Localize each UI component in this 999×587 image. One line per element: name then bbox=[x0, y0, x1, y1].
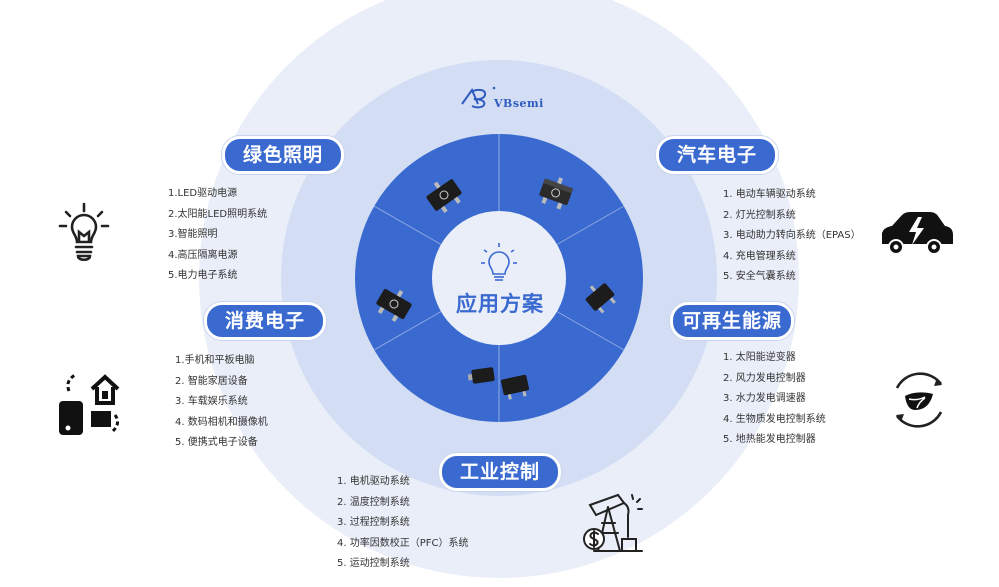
list-item: 1.LED驱动电源 bbox=[168, 188, 238, 199]
list-item: 1. 电机驱动系统 bbox=[337, 476, 410, 487]
center-bulb-icon bbox=[481, 243, 517, 281]
list-item: 1. 太阳能逆变器 bbox=[723, 352, 796, 363]
smart-home-devices-icon bbox=[59, 373, 120, 435]
section-title-consumer: 消费电子 bbox=[204, 302, 326, 340]
section-title-renewable: 可再生能源 bbox=[670, 302, 794, 340]
brand-name: VBsemi bbox=[494, 97, 544, 110]
chip-package-1 bbox=[426, 179, 462, 214]
list-item: 4. 充电管理系统 bbox=[723, 250, 796, 262]
list-item: 3.智能照明 bbox=[168, 229, 218, 240]
list-item: 3. 电动助力转向系统（EPAS） bbox=[723, 230, 861, 241]
list-item: 4. 生物质发电控制系统 bbox=[723, 413, 826, 425]
ring-spokes bbox=[373, 134, 625, 422]
list-item: 2. 温度控制系统 bbox=[337, 496, 410, 508]
list-item: 5.电力电子系统 bbox=[168, 270, 238, 281]
list-item: 5. 地热能发电控制器 bbox=[723, 434, 816, 445]
list-item: 5. 安全气囊系统 bbox=[723, 271, 796, 282]
renewable-list: 1. 太阳能逆变器 2. 风力发电控制器 3. 水力发电调速器 4. 生物质发电… bbox=[723, 348, 826, 451]
chip-package-5 bbox=[467, 367, 495, 384]
list-item: 5. 便携式电子设备 bbox=[175, 437, 258, 448]
list-item: 2. 智能家居设备 bbox=[175, 375, 248, 387]
registered-mark-icon bbox=[492, 86, 496, 90]
electric-car-icon bbox=[882, 212, 953, 255]
center-title: 应用方案 bbox=[456, 292, 544, 316]
vbsemi-logo-icon bbox=[461, 87, 487, 109]
chip-package-2 bbox=[539, 177, 574, 210]
light-bulb-icon bbox=[58, 202, 110, 262]
list-item: 4. 数码相机和摄像机 bbox=[175, 416, 268, 428]
list-item: 3. 过程控制系统 bbox=[337, 517, 410, 528]
center-disc bbox=[432, 211, 566, 345]
leaf-cycle-icon bbox=[895, 372, 943, 428]
list-item: 4. 功率因数校正（PFC）系统 bbox=[337, 537, 469, 549]
lighting-list: 1.LED驱动电源 2.太阳能LED照明系统 3.智能照明 4.高压隔离电源 5… bbox=[168, 184, 267, 287]
list-item: 2. 风力发电控制器 bbox=[723, 372, 806, 384]
chip-package-4 bbox=[585, 283, 616, 314]
oil-pump-icon bbox=[583, 493, 643, 552]
list-item: 5. 运动控制系统 bbox=[337, 558, 410, 569]
list-item: 2. 灯光控制系统 bbox=[723, 209, 796, 221]
chip-package-3 bbox=[376, 288, 412, 322]
list-item: 3. 车载娱乐系统 bbox=[175, 396, 248, 407]
consumer-list: 1.手机和平板电脑 2. 智能家居设备 3. 车载娱乐系统 4. 数码相机和摄像… bbox=[175, 351, 268, 454]
list-item: 2.太阳能LED照明系统 bbox=[168, 208, 268, 220]
section-title-industrial: 工业控制 bbox=[439, 453, 561, 491]
list-item: 1. 电动车辆驱动系统 bbox=[723, 189, 816, 200]
automotive-list: 1. 电动车辆驱动系统 2. 灯光控制系统 3. 电动助力转向系统（EPAS） … bbox=[723, 185, 861, 288]
section-title-automotive: 汽车电子 bbox=[656, 136, 778, 174]
list-item: 3. 水力发电调速器 bbox=[723, 393, 806, 404]
chip-package-6 bbox=[500, 374, 530, 400]
industrial-list: 1. 电机驱动系统 2. 温度控制系统 3. 过程控制系统 4. 功率因数校正（… bbox=[337, 472, 468, 575]
list-item: 4.高压隔离电源 bbox=[168, 249, 238, 261]
list-item: 1.手机和平板电脑 bbox=[175, 355, 255, 366]
section-title-lighting: 绿色照明 bbox=[222, 136, 344, 174]
